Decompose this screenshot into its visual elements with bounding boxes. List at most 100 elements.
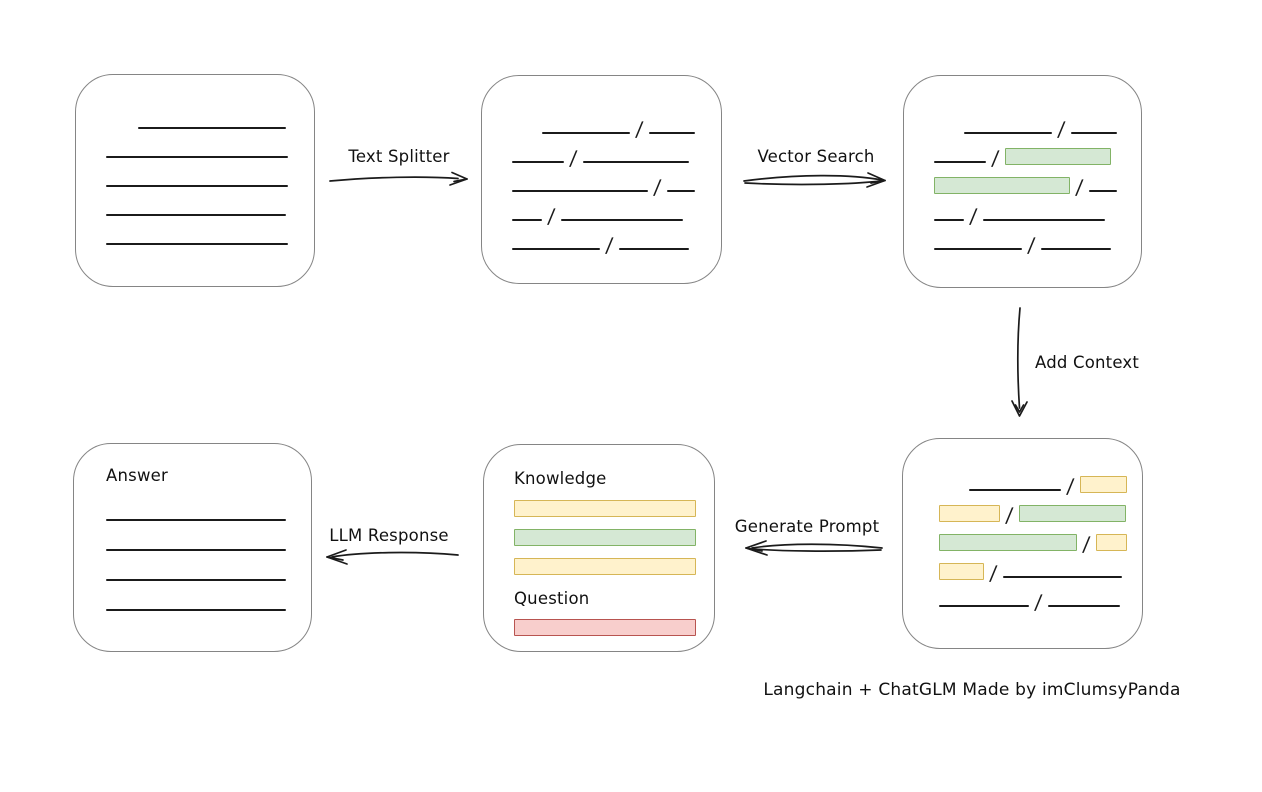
split-slash: / xyxy=(988,561,999,585)
text-line xyxy=(982,219,1105,221)
chunk-row xyxy=(106,107,290,136)
text-line xyxy=(542,132,630,134)
green-bar xyxy=(514,529,696,546)
indent-gap xyxy=(512,140,542,141)
chunk-row: / xyxy=(512,199,697,228)
text-line xyxy=(939,605,1029,607)
context-chunk-rows: / / / / / xyxy=(903,439,1142,614)
split-text-rows: ///// xyxy=(482,76,721,257)
split-slash: / xyxy=(990,146,1001,170)
text-line xyxy=(512,248,600,250)
chunk-row: / xyxy=(934,228,1117,257)
answer-line xyxy=(106,519,286,521)
yellow-chunk xyxy=(939,563,984,580)
split-slash: / xyxy=(968,204,979,228)
generate-prompt-arrow-icon xyxy=(736,538,884,560)
yellow-chunk xyxy=(1095,534,1127,551)
split-slash: / xyxy=(568,146,579,170)
text-line xyxy=(964,132,1052,134)
answer-label: Answer xyxy=(106,466,168,485)
text-line xyxy=(666,190,695,192)
text-line xyxy=(1088,190,1117,192)
text-line xyxy=(934,219,964,221)
vector-search-label: Vector Search xyxy=(757,147,875,166)
text-line xyxy=(512,161,564,163)
split-slash: / xyxy=(1026,233,1037,257)
split-slash: / xyxy=(1033,590,1044,614)
text-line xyxy=(106,156,288,158)
chunk-row: / xyxy=(512,228,697,257)
chunk-row: / xyxy=(934,112,1117,141)
split-slash: / xyxy=(546,204,557,228)
vector-matched-rows: / / / / / xyxy=(904,76,1141,257)
split-slash: / xyxy=(1081,532,1092,556)
add-context-arrow-icon xyxy=(1008,306,1032,420)
yellow-bar xyxy=(514,558,696,575)
chunk-row: / xyxy=(939,556,1122,585)
vector-search-arrow-icon xyxy=(742,170,890,194)
text-line xyxy=(512,190,648,192)
chunk-row: / xyxy=(939,585,1120,614)
chunk-row: / xyxy=(934,170,1117,199)
node-prompt: Knowledge Question xyxy=(483,444,715,652)
text-line xyxy=(648,132,695,134)
knowledge-label: Knowledge xyxy=(514,469,607,488)
split-slash: / xyxy=(1065,474,1076,498)
answer-content: Answer xyxy=(74,444,311,611)
chunk-row: / xyxy=(512,112,697,141)
split-slash: / xyxy=(1004,503,1015,527)
llm-response-arrow-icon xyxy=(318,546,460,568)
llm-response-label: LLM Response xyxy=(329,526,449,545)
text-line xyxy=(618,248,689,250)
text-line xyxy=(106,185,288,187)
node-split-text: ///// xyxy=(481,75,722,284)
text-line xyxy=(1070,132,1117,134)
yellow-chunk xyxy=(939,505,1000,522)
knowledge-bars xyxy=(514,500,696,575)
green-chunk xyxy=(939,534,1077,551)
chunk-row xyxy=(106,223,290,252)
chunk-row: / xyxy=(934,141,1117,170)
document-lines xyxy=(76,75,314,252)
prompt-content: Knowledge Question xyxy=(484,445,714,636)
text-line xyxy=(560,219,683,221)
generate-prompt-label: Generate Prompt xyxy=(734,517,880,536)
text-line xyxy=(582,161,689,163)
green-chunk xyxy=(1018,505,1126,522)
green-chunk xyxy=(1004,148,1111,165)
yellow-chunk xyxy=(1079,476,1127,493)
split-slash: / xyxy=(1074,175,1085,199)
text-line xyxy=(969,489,1061,491)
question-label: Question xyxy=(514,589,590,608)
red-bar xyxy=(514,619,696,636)
split-slash: / xyxy=(604,233,615,257)
split-slash: / xyxy=(634,117,645,141)
text-line xyxy=(934,161,986,163)
question-bar-wrap xyxy=(514,619,696,636)
text-splitter-label: Text Splitter xyxy=(348,147,450,166)
chunk-row: / xyxy=(934,199,1117,228)
text-line xyxy=(1002,576,1122,578)
chunk-row xyxy=(106,194,290,223)
text-line xyxy=(106,243,288,245)
node-context-chunks: / / / / / xyxy=(902,438,1143,649)
text-line xyxy=(934,248,1022,250)
chunk-row: / xyxy=(939,498,1126,527)
chunk-row: / xyxy=(939,527,1127,556)
answer-line xyxy=(106,609,286,611)
chunk-row xyxy=(106,165,290,194)
split-slash: / xyxy=(1056,117,1067,141)
chunk-row: / xyxy=(939,469,1127,498)
chunk-row: / xyxy=(512,170,697,199)
answer-line xyxy=(106,549,286,551)
indent-gap xyxy=(106,135,138,136)
text-line xyxy=(106,214,286,216)
chunk-row: / xyxy=(512,141,697,170)
answer-line xyxy=(106,579,286,581)
add-context-label: Add Context xyxy=(1035,353,1140,372)
text-splitter-arrow-icon xyxy=(328,169,470,191)
yellow-bar xyxy=(514,500,696,517)
answer-lines xyxy=(106,519,287,611)
indent-gap xyxy=(934,140,964,141)
